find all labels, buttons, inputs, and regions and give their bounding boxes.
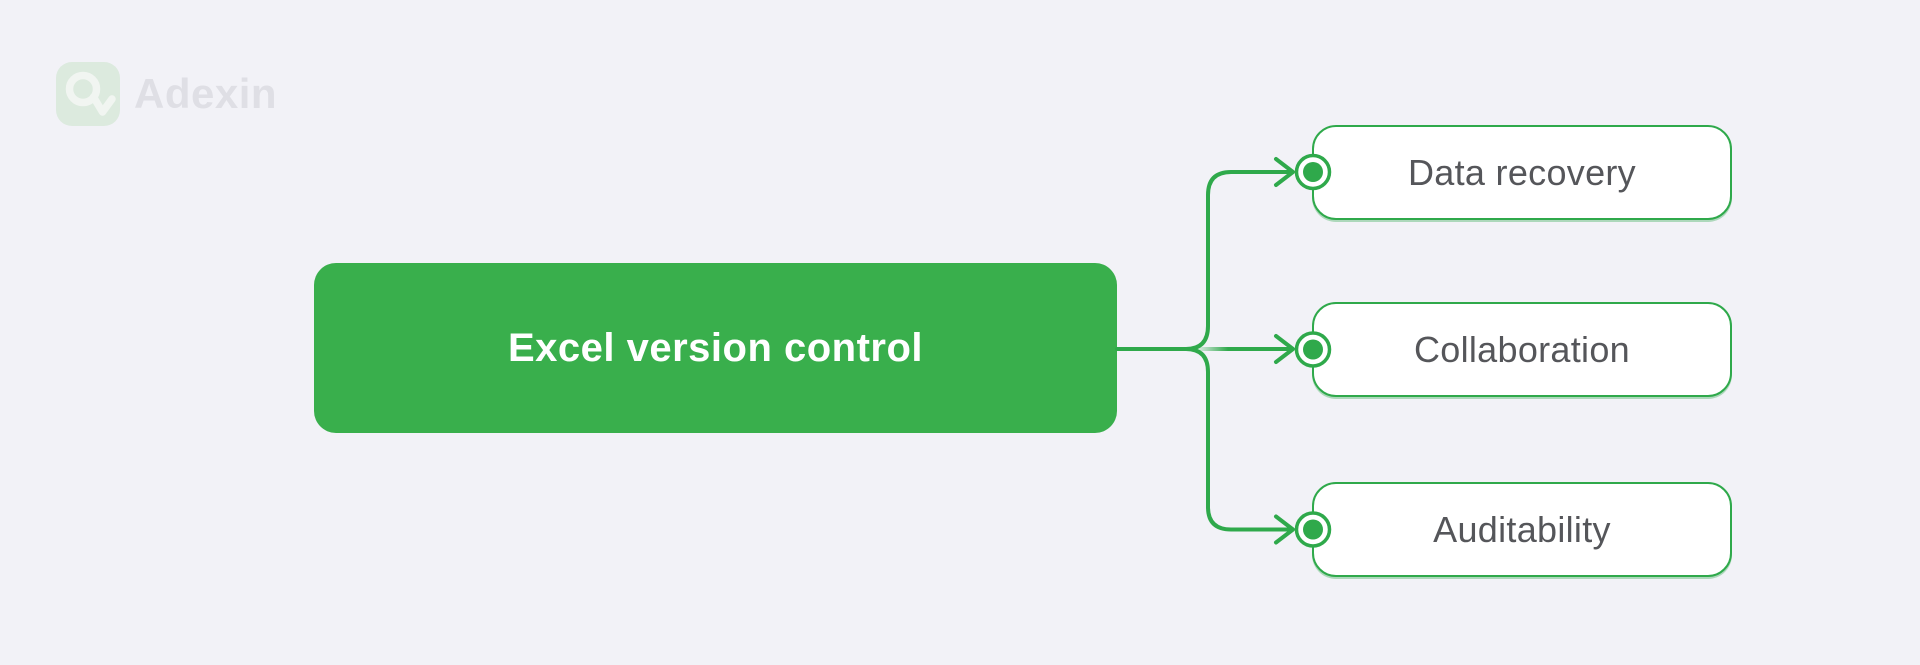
adexin-a-icon [65, 71, 116, 116]
arrowhead-icon-middle [1274, 334, 1295, 364]
node-label: Collaboration [1413, 328, 1631, 370]
node-collaboration: Collaboration [1312, 302, 1732, 397]
connector-branch-top [1184, 170, 1292, 351]
adexin-logo-text: Adexin [134, 70, 278, 117]
arrowhead-icon-bottom [1274, 514, 1295, 545]
root-node-excel-version-control: Excel version control [314, 263, 1117, 433]
connector-branch-bottom [1184, 347, 1292, 532]
arrowhead-icon-top [1274, 157, 1295, 187]
root-node-label: Excel version control [507, 325, 924, 370]
adexin-logo: Adexin [56, 62, 277, 126]
node-label: Data recovery [1408, 151, 1636, 193]
node-label: Auditability [1433, 508, 1611, 550]
node-data-recovery: Data recovery [1312, 125, 1732, 220]
node-auditability: Auditability [1312, 482, 1732, 577]
adexin-logo-tile [56, 62, 120, 126]
